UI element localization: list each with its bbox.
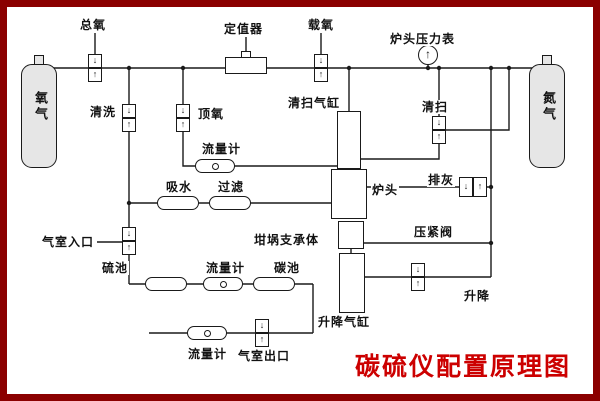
label-ticks [94, 33, 429, 243]
valve-up-arrow-icon: ↑ [176, 118, 190, 132]
junction-dots [126, 65, 512, 246]
flow-meter-bottom [187, 326, 227, 340]
label-purge-cylinder: 清扫气缸 [287, 96, 342, 110]
label-total-oxygen: 总氧 [79, 18, 108, 32]
regulator-device [225, 51, 267, 74]
valve-up-arrow-icon: ↑ [122, 118, 136, 132]
filter-unit [209, 196, 251, 210]
furnace-head-block [331, 169, 367, 219]
flow-meter-dial-icon [211, 162, 219, 170]
label-furnace-pressure-gauge: 炉头压力表 [389, 32, 457, 46]
label-regulator: 定值器 [223, 22, 265, 36]
carrier-oxygen-valve: ↓ ↑ [314, 54, 328, 82]
flow-meter-dial-icon [219, 280, 227, 288]
valve-down-arrow-icon: ↓ [88, 54, 102, 68]
label-carrier-oxygen: 载氧 [307, 18, 336, 32]
nitrogen-purge-line [446, 68, 510, 131]
total-oxygen-valve: ↓ ↑ [88, 54, 102, 82]
valve-down-arrow-icon: ↓ [459, 177, 473, 197]
label-purge: 清扫 [421, 100, 450, 114]
top-oxygen-valve: ↓ ↑ [176, 104, 190, 132]
label-gas-chamber-inlet: 气室入口 [41, 235, 96, 249]
sulfur-cell-unit [145, 277, 187, 291]
regulator-body [225, 57, 267, 74]
purge-cylinder-block [337, 111, 361, 169]
valve-up-arrow-icon: ↑ [432, 130, 446, 144]
flow-meter-dial-icon [203, 329, 211, 337]
pressure-gauge-icon: ↑ [418, 45, 438, 65]
valve-up-arrow-icon: ↑ [314, 68, 328, 82]
label-furnace-head: 炉头 [371, 183, 400, 197]
valve-down-arrow-icon: ↓ [255, 319, 269, 333]
valve-up-arrow-icon: ↑ [411, 277, 425, 291]
gas-chamber-outlet-valve: ↓ ↑ [255, 319, 269, 347]
nitrogen-cylinder-neck [542, 55, 552, 65]
valve-up-arrow-icon: ↑ [473, 177, 487, 197]
label-filter: 过滤 [217, 180, 246, 194]
label-flow-meter-bottom: 流量计 [187, 347, 229, 361]
label-crucible-support: 坩埚支承体 [253, 233, 321, 247]
label-clamp-valve: 压紧阀 [413, 225, 455, 239]
regulator-knob [241, 51, 251, 57]
label-flow-meter-mid: 流量计 [205, 261, 247, 275]
lift-valve: ↓ ↑ [411, 263, 425, 291]
ash-discharge-valve: ↓ ↑ [459, 177, 487, 197]
label-sulfur-cell: 硫池 [101, 261, 130, 275]
label-gas-chamber-outlet: 气室出口 [237, 349, 292, 363]
oxygen-cylinder [21, 64, 57, 168]
valve-down-arrow-icon: ↓ [314, 54, 328, 68]
top-oxygen-line [182, 68, 337, 167]
carbon-cell-unit [253, 277, 295, 291]
valve-down-arrow-icon: ↓ [122, 104, 136, 118]
crucible-support-block [338, 221, 364, 249]
valve-down-arrow-icon: ↓ [122, 227, 136, 241]
gas-chamber-inlet-valve: ↓ ↑ [122, 227, 136, 255]
nitrogen-cylinder-label: 氮气 [541, 91, 556, 123]
valve-up-arrow-icon: ↑ [122, 241, 136, 255]
oxygen-cylinder-neck [34, 55, 44, 65]
label-top-oxygen: 顶氧 [197, 107, 226, 121]
label-lift: 升降 [463, 289, 492, 303]
label-water-absorber: 吸水 [165, 180, 194, 194]
page-title: 碳硫仪配置原理图 [355, 353, 572, 381]
valve-up-arrow-icon: ↑ [88, 68, 102, 82]
purge-valve: ↓ ↑ [432, 116, 446, 144]
purge-clean-valve: ↓ ↑ [122, 104, 136, 132]
valve-down-arrow-icon: ↓ [432, 116, 446, 130]
cylinder-stubs [38, 57, 548, 68]
label-purge-clean: 清洗 [89, 105, 118, 119]
label-carbon-cell: 碳池 [273, 261, 302, 275]
flow-meter-mid [203, 277, 243, 291]
valve-down-arrow-icon: ↓ [411, 263, 425, 277]
valve-down-arrow-icon: ↓ [176, 104, 190, 118]
flow-meter-top [195, 159, 235, 173]
label-flow-meter-top: 流量计 [201, 142, 243, 156]
valve-up-arrow-icon: ↑ [255, 333, 269, 347]
lift-cylinder-block [339, 253, 365, 313]
oxygen-cylinder-label: 氧气 [33, 91, 48, 123]
water-absorber-unit [157, 196, 199, 210]
label-lift-cylinder: 升降气缸 [317, 315, 372, 329]
label-ash-discharge: 排灰 [427, 173, 456, 187]
nitrogen-cylinder [529, 64, 565, 168]
